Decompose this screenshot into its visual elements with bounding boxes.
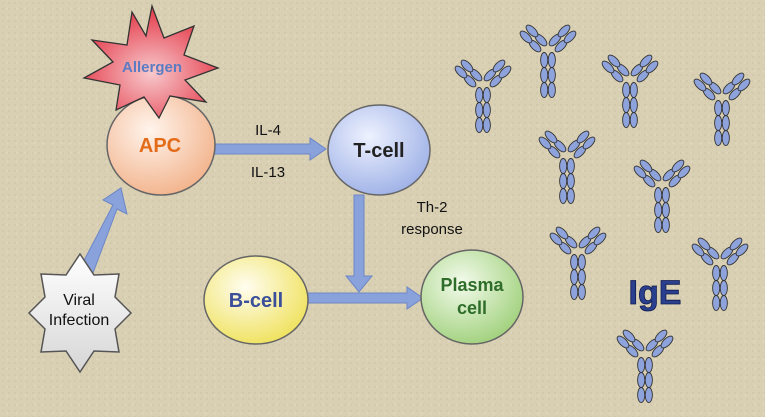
ige-antibody-icon xyxy=(689,235,751,311)
tcell-node: T-cell xyxy=(327,104,431,196)
plasma-cell-node: Plasma cell xyxy=(420,249,524,345)
viral-infection-node: Viral Infection xyxy=(27,252,133,374)
viral-label-line2: Infection xyxy=(49,312,109,329)
ige-antibody-icon xyxy=(536,128,598,204)
allergen-node: Allergen xyxy=(82,3,220,120)
bcell-node: B-cell xyxy=(203,255,309,345)
ige-antibody-icon xyxy=(547,224,609,300)
plasma-label-line1: Plasma xyxy=(440,275,504,295)
bcell-label: B-cell xyxy=(229,290,283,312)
arrow-bcell-to-plasma xyxy=(302,286,424,310)
ige-antibody-icon xyxy=(691,70,753,146)
label-il4: IL-4 xyxy=(255,122,281,139)
ige-antibody-icon xyxy=(631,157,693,233)
plasma-label-line2: cell xyxy=(457,298,487,318)
ige-antibody-icon xyxy=(614,327,676,403)
apc-label: APC xyxy=(139,135,181,157)
ige-antibody-icon xyxy=(599,52,661,128)
apc-node: APC xyxy=(106,94,216,196)
ige-antibody-icon xyxy=(517,22,579,98)
ige-label: IgE xyxy=(629,274,682,312)
label-th2-line2: response xyxy=(401,221,463,238)
tcell-label: T-cell xyxy=(353,140,404,162)
allergen-label: Allergen xyxy=(122,59,182,76)
label-th2-line1: Th-2 xyxy=(417,199,448,216)
arrow-apc-to-tcell xyxy=(213,137,327,161)
viral-label-line1: Viral xyxy=(63,292,95,309)
label-il13: IL-13 xyxy=(251,164,285,181)
ige-antibody-icon xyxy=(452,57,514,133)
arrow-viral-to-apc xyxy=(78,187,128,282)
arrow-tcell-to-b-plasma-line xyxy=(344,194,374,293)
